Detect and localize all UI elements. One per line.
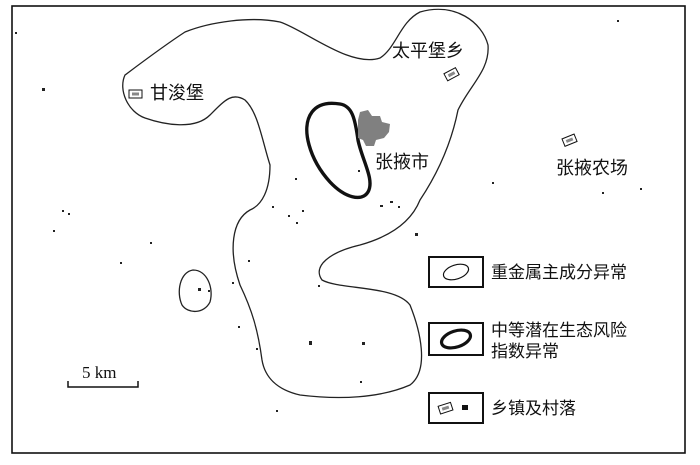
village-dots (15, 20, 642, 412)
legend-label-eco-risk-line1: 中等潜在生态风险 (491, 321, 627, 341)
legend-symbol-eco-risk (428, 322, 484, 356)
legend-symbol-heavy-metal (428, 256, 484, 288)
scale-bar-label: 5 km (82, 363, 116, 382)
place-label-ganjunpu: 甘浚堡 (150, 83, 204, 104)
legend-label-settlement: 乡镇及村落 (491, 399, 576, 419)
eco-risk-anomaly-boundary (305, 101, 372, 200)
legend-label-eco-risk-line2: 指数异常 (491, 342, 559, 362)
place-label-zhangye-farm: 张掖农场 (556, 158, 628, 179)
zhangye-city-area (358, 110, 390, 146)
settlement-marker-taipingpu (443, 66, 460, 82)
place-label-zhangye-city: 张掖市 (375, 152, 429, 173)
legend: 重金属主成分异常 中等潜在生态风险 指数异常 乡镇及村落 (428, 256, 627, 424)
heavy-metal-anomaly-boundary (122, 8, 489, 399)
legend-label-heavy-metal: 重金属主成分异常 (491, 263, 627, 283)
settlement-marker-zhangye-farm (561, 133, 578, 147)
small-anomaly-boundary (178, 269, 212, 313)
map-frame (11, 5, 686, 454)
legend-symbol-settlement (428, 392, 484, 424)
place-label-taipingpu: 太平堡乡 (392, 41, 464, 62)
settlement-marker-ganjunpu (128, 89, 143, 99)
scale-bar: 5 km (67, 363, 139, 388)
